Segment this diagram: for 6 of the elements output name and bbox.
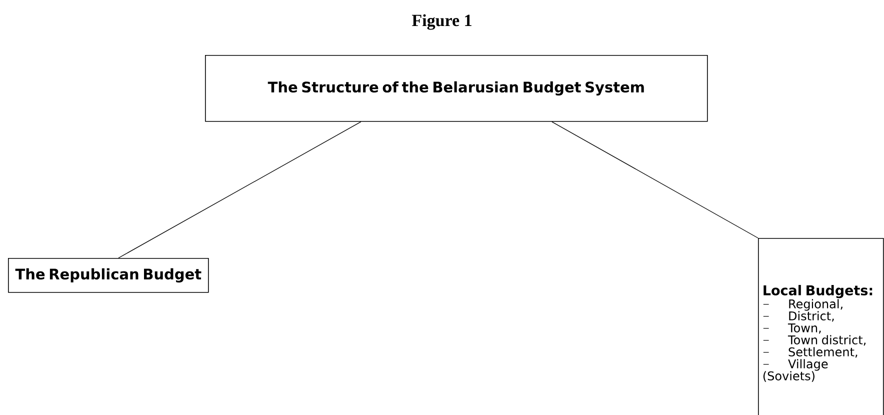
budget-box: Local Budgets: Regional, District, Town, Town district, Settlement, Village (Soviets) <box>758 238 884 415</box>
connector-line <box>552 121 758 238</box>
title-box: The Structure of the Belarusian Budget System <box>205 55 708 122</box>
budget-box: The Republican Budget <box>8 258 209 293</box>
connector-line <box>118 121 362 258</box>
figure-title: Figure 1 <box>412 14 472 30</box>
